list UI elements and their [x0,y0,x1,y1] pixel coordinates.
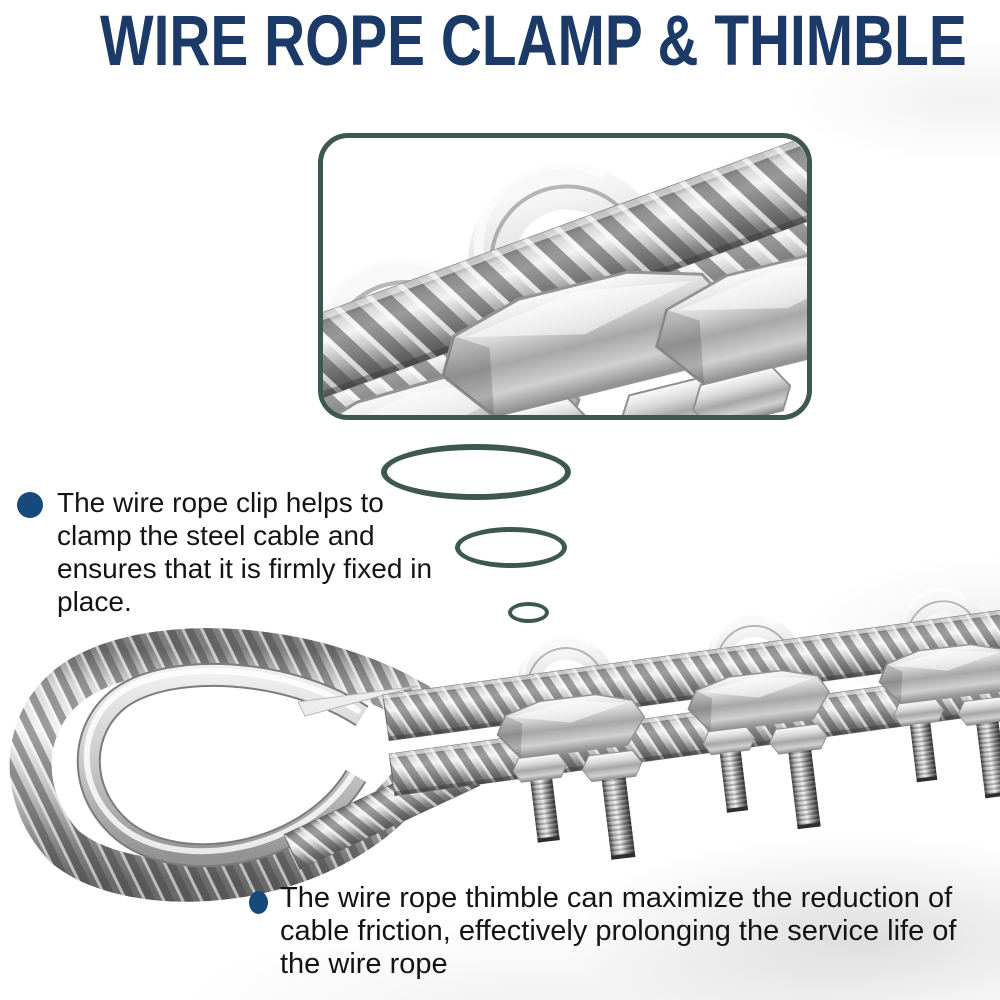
product-photo [0,555,1000,1000]
feature-clip-text: The wire rope clip helps to clamp the st… [57,487,433,617]
magnifier-bubble-small [508,602,549,623]
feature-thimble-text: The wire rope thimble can maximize the r… [280,882,957,980]
closeup-panel [318,133,812,420]
closeup-photo [323,138,807,415]
rope-strand-end [297,685,419,717]
wire-rope-thimble [31,649,418,881]
magnifier-bubble-medium [455,527,567,568]
bullet-dot-icon [17,492,43,518]
magnifier-bubble-large [381,444,571,500]
page-title: WIRE ROPE CLAMP & THIMBLE [100,2,967,81]
bullet-dot-icon [249,891,268,914]
wire-rope-clip-1 [493,688,662,873]
